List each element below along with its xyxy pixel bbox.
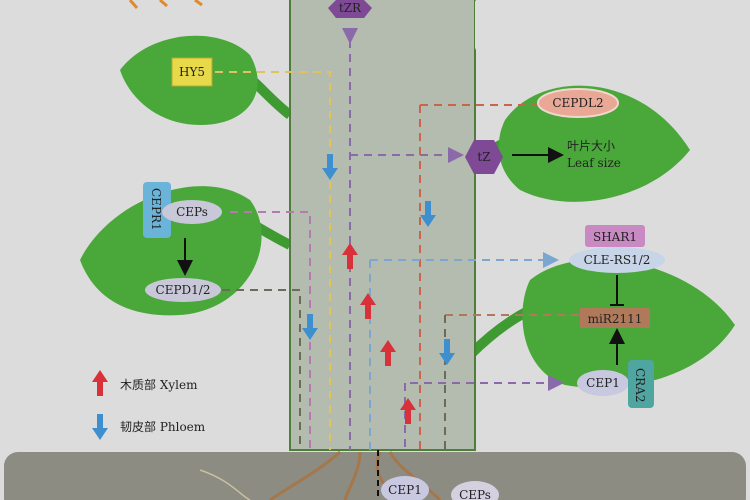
cra2-node: CRA2 bbox=[628, 360, 654, 408]
tzr-node: tZR bbox=[328, 0, 372, 18]
xylem-arrows bbox=[342, 243, 416, 424]
ceps-leaf-node: CEPs bbox=[162, 200, 222, 224]
xylem-arrow-icon bbox=[92, 370, 108, 396]
legend-xylem: 木质部 Xylem bbox=[120, 377, 198, 392]
cepdl2-node: CEPDL2 bbox=[537, 88, 619, 118]
stem bbox=[289, 0, 476, 451]
svg-text:CEPR1: CEPR1 bbox=[149, 188, 163, 231]
svg-text:CEPs: CEPs bbox=[176, 205, 208, 219]
cle-rs12-node: CLE-RS1/2 bbox=[569, 247, 665, 273]
shar1-node: SHAR1 bbox=[585, 225, 645, 247]
ceps-root-node: CEPs bbox=[451, 481, 499, 500]
cep1-leaf-node: CEP1 bbox=[577, 370, 629, 396]
phloem-arrows bbox=[302, 154, 455, 365]
svg-text:CEP1: CEP1 bbox=[586, 376, 620, 390]
soil-region bbox=[4, 452, 746, 500]
svg-text:CEPs: CEPs bbox=[459, 488, 491, 500]
phloem-arrow-icon bbox=[92, 414, 108, 440]
svg-text:CEP1: CEP1 bbox=[388, 483, 422, 497]
svg-text:tZR: tZR bbox=[339, 1, 362, 15]
light-rays-icon bbox=[128, 0, 203, 9]
cepr1-node: CEPR1 bbox=[143, 182, 171, 238]
tz-node: tZ bbox=[465, 140, 503, 174]
legend-phloem: 韧皮部 Phloem bbox=[120, 419, 206, 434]
svg-text:tZ: tZ bbox=[477, 150, 490, 164]
cep1-root-node: CEP1 bbox=[381, 476, 429, 500]
leaf-size-label-cn: 叶片大小 bbox=[567, 139, 615, 153]
svg-text:SHAR1: SHAR1 bbox=[593, 230, 637, 244]
svg-text:CRA2: CRA2 bbox=[633, 368, 647, 403]
hy5-node: HY5 bbox=[171, 57, 213, 87]
svg-text:CEPDL2: CEPDL2 bbox=[552, 96, 603, 110]
svg-text:CLE-RS1/2: CLE-RS1/2 bbox=[584, 253, 651, 267]
legend: 木质部 Xylem 韧皮部 Phloem bbox=[92, 370, 206, 440]
svg-text:HY5: HY5 bbox=[179, 65, 205, 79]
svg-text:miR2111: miR2111 bbox=[588, 312, 643, 326]
svg-text:CEPD1/2: CEPD1/2 bbox=[156, 283, 211, 297]
cepd12-node: CEPD1/2 bbox=[145, 278, 221, 302]
leaf-size-label-en: Leaf size bbox=[567, 156, 621, 170]
mir2111-node: miR2111 bbox=[580, 308, 650, 328]
